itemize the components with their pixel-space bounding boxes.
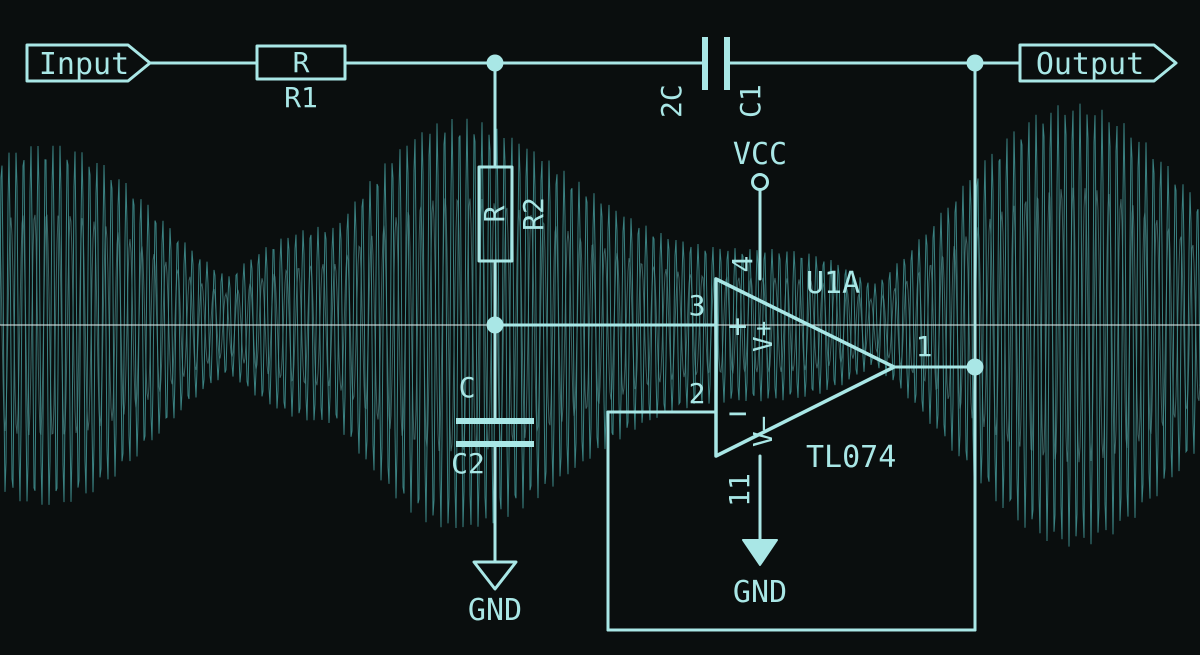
gnd-opamp-label: GND	[733, 575, 787, 610]
opamp-pin4-number: 4	[726, 256, 759, 273]
opamp-minus-marker: −	[728, 394, 747, 432]
opamp-plus-marker: +	[728, 307, 747, 345]
resistor-r2-ref: R2	[517, 197, 550, 231]
port-input[interactable]: Input	[25, 43, 152, 83]
port-output-shape[interactable]	[1018, 43, 1178, 83]
opamp-pin2-number: 2	[689, 377, 706, 410]
opamp-part-label: TL074	[806, 440, 896, 475]
opamp-vplus-label: V+	[749, 321, 779, 352]
resistor-r1[interactable]: R R1	[255, 44, 347, 114]
junction-dots	[486, 54, 984, 376]
capacitor-c2-value: C	[459, 371, 476, 404]
resistor-r2-value: R	[478, 205, 511, 222]
power-gnd-opamp[interactable]: GND	[733, 539, 787, 610]
capacitor-c1-ref: C1	[734, 84, 767, 118]
resistor-r2-body[interactable]	[477, 165, 514, 263]
capacitor-c1[interactable]: 2C C1	[655, 37, 767, 118]
gnd-c2-label: GND	[468, 593, 522, 628]
junction-dot	[966, 54, 984, 72]
capacitor-c2[interactable]: C C2	[451, 371, 534, 480]
junction-dot	[486, 316, 504, 334]
vcc-label: VCC	[733, 137, 787, 172]
opamp-pin11-number: 11	[723, 473, 756, 507]
gnd-opamp-triangle-icon[interactable]	[742, 539, 778, 566]
opamp-pin3-number: 3	[689, 289, 706, 322]
port-output[interactable]: Output	[1018, 43, 1178, 83]
gnd-c2-triangle-icon[interactable]	[472, 560, 518, 591]
port-input-label: Input	[39, 47, 129, 82]
capacitor-c1-value: 2C	[655, 84, 688, 118]
waveform-secondary	[0, 187, 1200, 463]
junction-dot	[966, 358, 984, 376]
capacitor-c2-ref: C2	[451, 447, 485, 480]
opamp-pin1-number: 1	[916, 330, 933, 363]
opamp-vminus-label: V−	[749, 416, 779, 447]
net-wires	[148, 61, 1022, 632]
power-gnd-c2[interactable]: GND	[468, 560, 522, 628]
resistor-r1-value: R	[293, 46, 310, 79]
resistor-r2[interactable]: R R2	[477, 165, 550, 263]
opamp-u1a[interactable]: + − V+ V− 3 2 1 4 11 U1A TL074	[689, 256, 933, 507]
opamp-ref-label: U1A	[806, 266, 860, 301]
opamp-body[interactable]	[714, 277, 896, 458]
port-output-label: Output	[1036, 47, 1144, 82]
resistor-r1-ref: R1	[284, 81, 318, 114]
junction-dot	[486, 54, 504, 72]
power-vcc[interactable]: VCC	[733, 137, 787, 191]
port-input-shape[interactable]	[25, 43, 152, 83]
vcc-circle-icon[interactable]	[751, 173, 769, 191]
resistor-r1-body[interactable]	[255, 44, 347, 81]
